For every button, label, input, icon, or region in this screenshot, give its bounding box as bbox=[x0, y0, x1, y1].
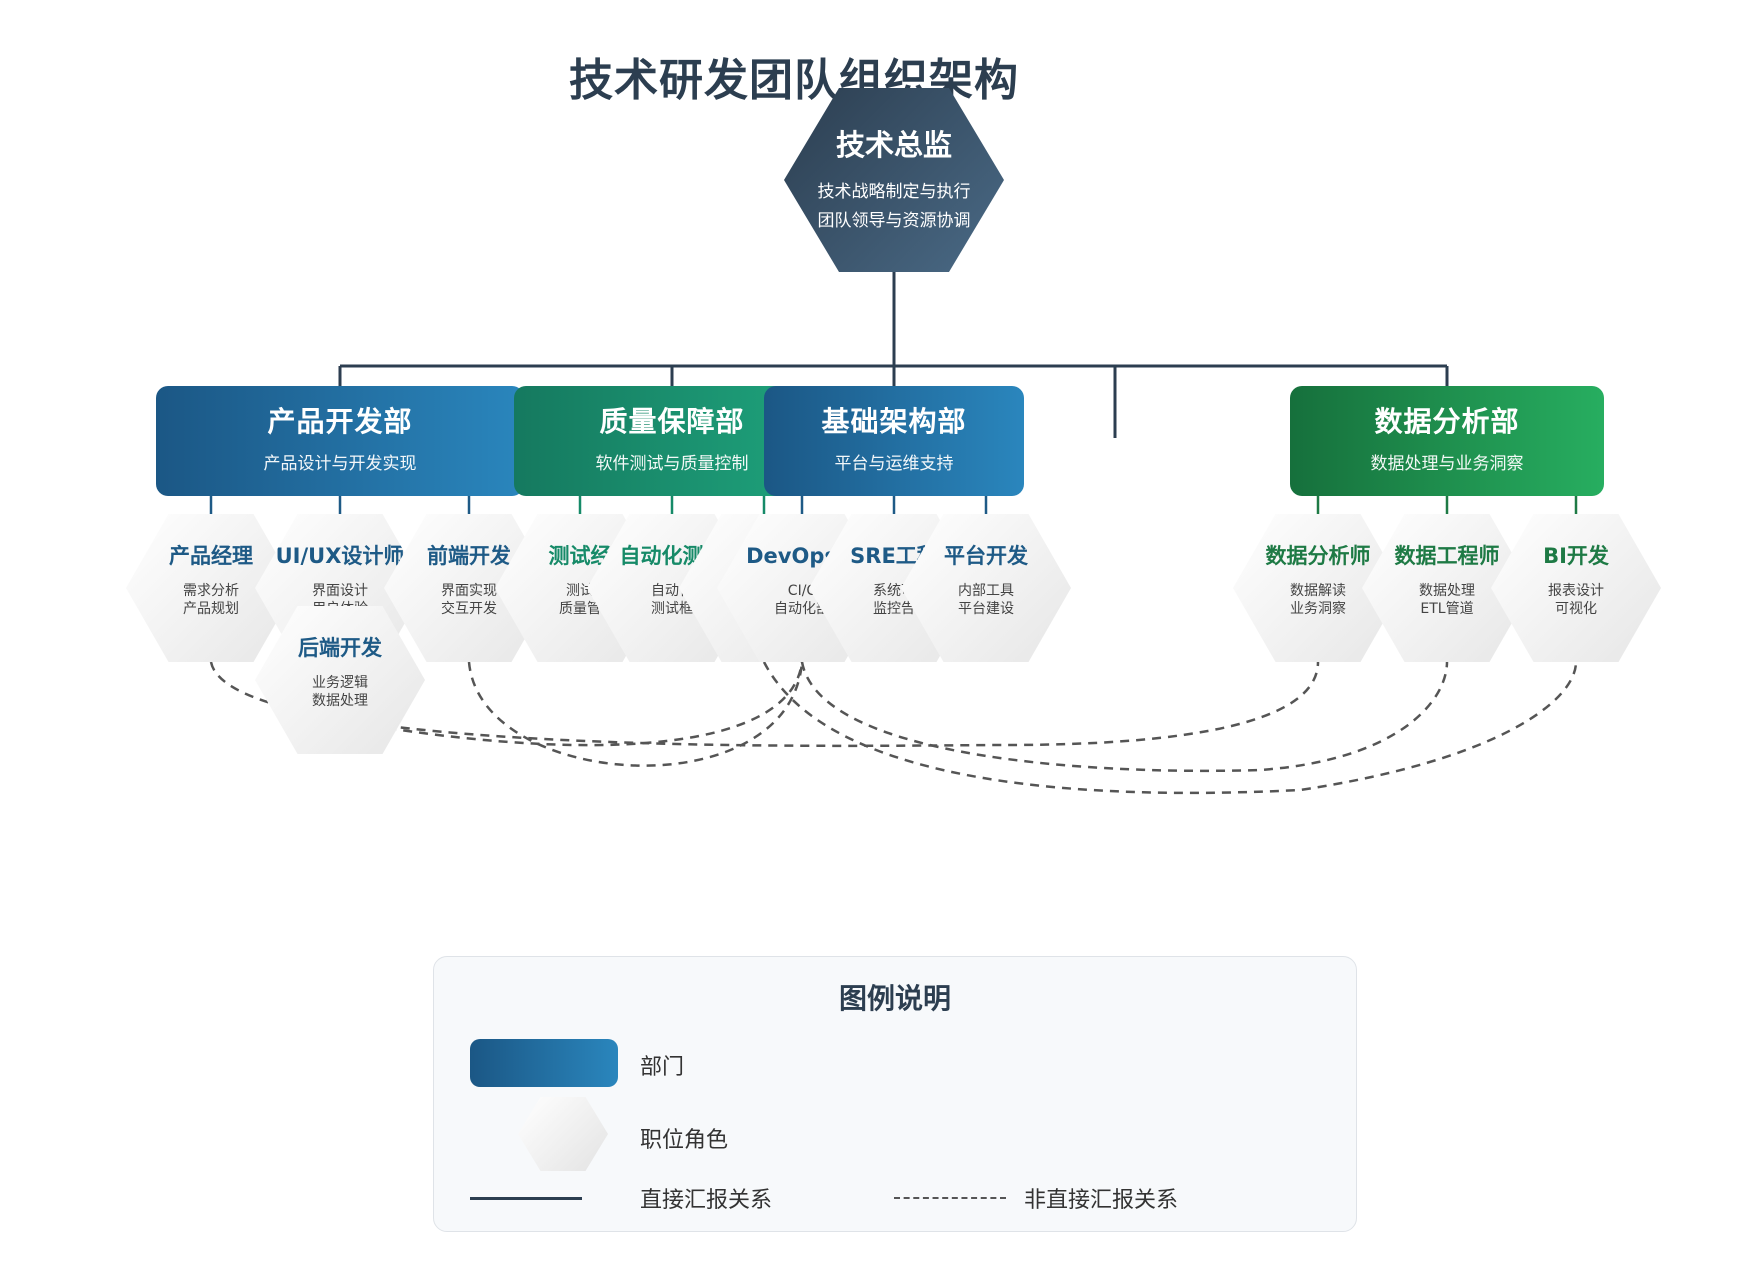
dept-product-development: 产品开发部 产品设计与开发实现 bbox=[156, 386, 524, 496]
role-desc: 业务逻辑 数据处理 bbox=[312, 675, 368, 709]
legend-indirect-line bbox=[894, 1197, 1006, 1199]
link-backend-devops bbox=[339, 661, 804, 747]
role-name: 数据分析师 bbox=[1265, 544, 1371, 568]
director-duties: 技术战略制定与执行 团队领导与资源协调 bbox=[817, 182, 971, 231]
director-node: 技术总监 技术战略制定与执行 团队领导与资源协调 bbox=[784, 88, 1004, 272]
role-backend-developer: 后端开发 业务逻辑 数据处理 bbox=[255, 606, 425, 754]
role-name: 平台开发 bbox=[944, 544, 1028, 568]
legend-department-swatch bbox=[470, 1039, 618, 1087]
dept-desc: 数据处理与业务洞察 bbox=[1370, 454, 1524, 474]
role-name: 后端开发 bbox=[298, 636, 382, 660]
role-desc: 需求分析 产品规划 bbox=[183, 583, 239, 617]
role-name: 产品经理 bbox=[169, 544, 253, 568]
dept-name: 基础架构部 bbox=[821, 405, 967, 438]
legend-role-swatch bbox=[518, 1097, 608, 1171]
link-infra-bi bbox=[762, 661, 1578, 795]
dept-name: 质量保障部 bbox=[599, 405, 745, 438]
role-desc: 界面实现 交互开发 bbox=[441, 583, 497, 617]
legend-role-label: 职位角色 bbox=[640, 1128, 729, 1153]
role-name: BI开发 bbox=[1543, 544, 1609, 568]
legend-direct-label: 直接汇报关系 bbox=[640, 1188, 773, 1213]
role-product-manager: 产品经理 需求分析 产品规划 bbox=[126, 514, 296, 662]
dept-infrastructure: 基础架构部 平台与运维支持 bbox=[764, 386, 1024, 496]
role-desc: CI/C 自动化部 bbox=[774, 583, 830, 617]
dept-desc: 产品设计与开发实现 bbox=[263, 454, 417, 474]
dept-desc: 平台与运维支持 bbox=[834, 454, 954, 474]
legend-title: 图例说明 bbox=[838, 982, 951, 1015]
dept-name: 数据分析部 bbox=[1374, 405, 1520, 438]
role-desc: 数据处理 ETL管道 bbox=[1419, 583, 1475, 617]
role-data-analyst: 数据分析师 数据解读 业务洞察 bbox=[1233, 514, 1403, 662]
legend-indirect-label: 非直接汇报关系 bbox=[1024, 1188, 1179, 1213]
link-frontend-devops bbox=[467, 661, 804, 767]
role-desc: 报表设计 可视化 bbox=[1548, 583, 1604, 617]
legend-direct-line bbox=[470, 1197, 582, 1200]
role-desc: 测试 质量管 bbox=[559, 583, 601, 617]
legend-panel: 图例说明 部门 职位角色 直接汇报关系 非直接汇报关系 bbox=[433, 956, 1357, 1232]
dept-data-analysis: 数据分析部 数据处理与业务洞察 bbox=[1290, 386, 1604, 496]
role-desc: 数据解读 业务洞察 bbox=[1290, 583, 1346, 617]
role-name: 数据工程师 bbox=[1394, 544, 1500, 568]
dept-name: 产品开发部 bbox=[267, 405, 413, 438]
role-name: UI/UX设计师 bbox=[275, 544, 405, 568]
dept-desc: 软件测试与质量控制 bbox=[595, 454, 749, 474]
role-name: 前端开发 bbox=[427, 544, 511, 568]
director-title: 技术总监 bbox=[835, 128, 952, 162]
role-desc: 内部工具 平台建设 bbox=[958, 583, 1014, 617]
role-bi-developer: BI开发 报表设计 可视化 bbox=[1491, 514, 1661, 662]
link-devops-engineer bbox=[800, 661, 1449, 773]
legend-department-label: 部门 bbox=[640, 1055, 685, 1080]
